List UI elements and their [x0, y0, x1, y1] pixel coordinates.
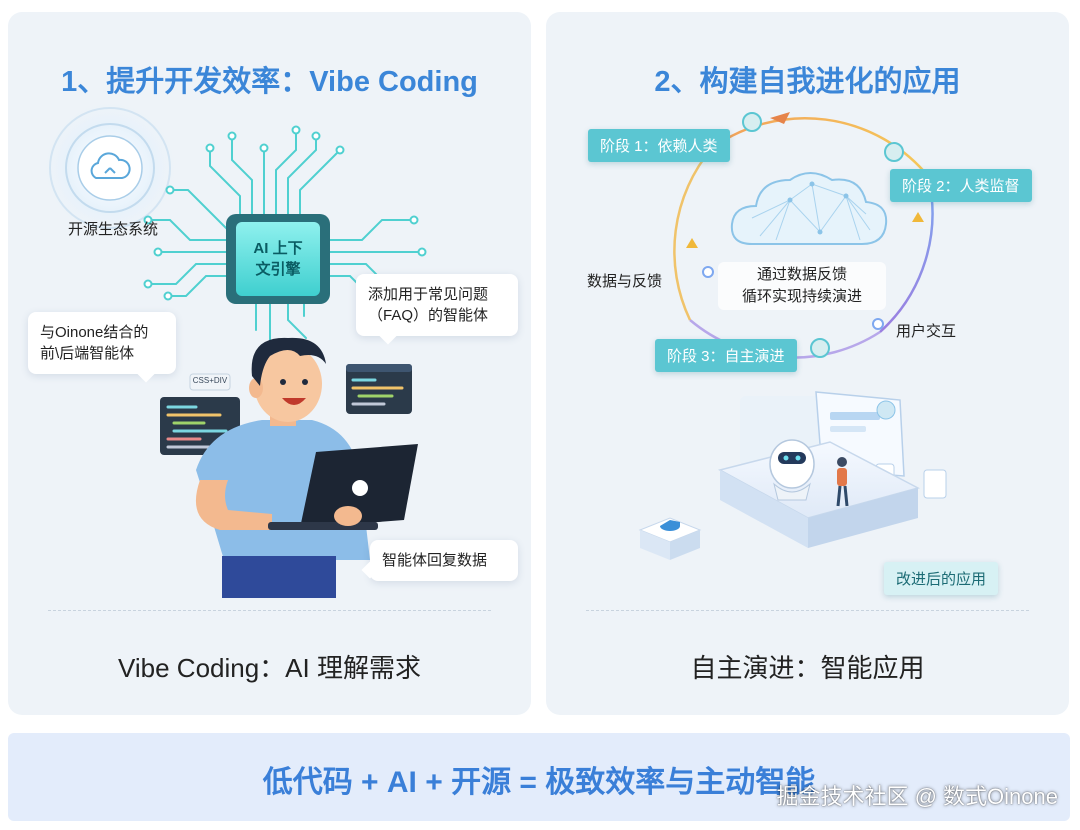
user-interaction-label: 用户交互	[896, 323, 957, 340]
right-divider	[586, 610, 1029, 611]
stage-2-tag: 阶段 2：人类监督	[890, 169, 1032, 202]
self-evolving-caption: 自主演进：智能应用	[690, 653, 925, 683]
ecosystem-label: 开源生态系统	[68, 221, 159, 238]
stage-1-tag: 阶段 1：依赖人类	[588, 129, 730, 162]
arrow-icon	[912, 212, 924, 222]
summary-banner-text: 低代码 + AI + 开源 = 极致效率与主动智能	[262, 766, 816, 799]
chip-label: AI 上下 文引擎	[253, 240, 303, 278]
left-divider	[48, 610, 491, 611]
code-window-right	[346, 364, 412, 414]
data-feedback-label: 数据与反馈	[587, 273, 663, 290]
improved-app-tag: 改进后的应用	[884, 562, 999, 595]
cycle-arrows	[686, 112, 924, 248]
summary-banner: 低代码 + AI + 开源 = 极致效率与主动智能	[8, 733, 1070, 821]
stage-3-tag: 阶段 3：自主演进	[655, 339, 797, 372]
arrow-icon	[770, 112, 790, 124]
agent-reply-bubble: 智能体回复数据	[370, 540, 518, 581]
ai-context-engine-chip	[226, 214, 330, 304]
ecosystem-cloud-icon	[38, 96, 182, 240]
css-div-tag: CSS+DIV	[192, 376, 228, 385]
developer-illustration	[195, 337, 418, 598]
continuous-evolution-note: 通过数据反馈 循环实现持续演进	[718, 262, 886, 310]
faq-agent-bubble: 添加用于常见问题 （FAQ）的智能体	[356, 274, 518, 336]
frontend-backend-agent-bubble: 与Oinone结合的 前\后端智能体	[28, 312, 176, 374]
cycle-nodes	[702, 112, 904, 358]
vibe-coding-caption: Vibe Coding：AI 理解需求	[118, 653, 421, 683]
watermark: 掘金技术社区 @ 数式Oinone	[776, 784, 1059, 809]
self-evolving-panel: 2、构建自我进化的应用 自主演进：智能应用	[546, 12, 1069, 715]
improved-app-platform	[638, 391, 947, 560]
self-evolving-title: 2、构建自我进化的应用	[654, 66, 961, 98]
arrow-icon	[686, 238, 698, 248]
circuit-traces	[149, 131, 421, 341]
vibe-coding-title: 1、提升开发效率：Vibe Coding	[61, 66, 478, 98]
mesh-cloud-icon	[730, 172, 888, 245]
